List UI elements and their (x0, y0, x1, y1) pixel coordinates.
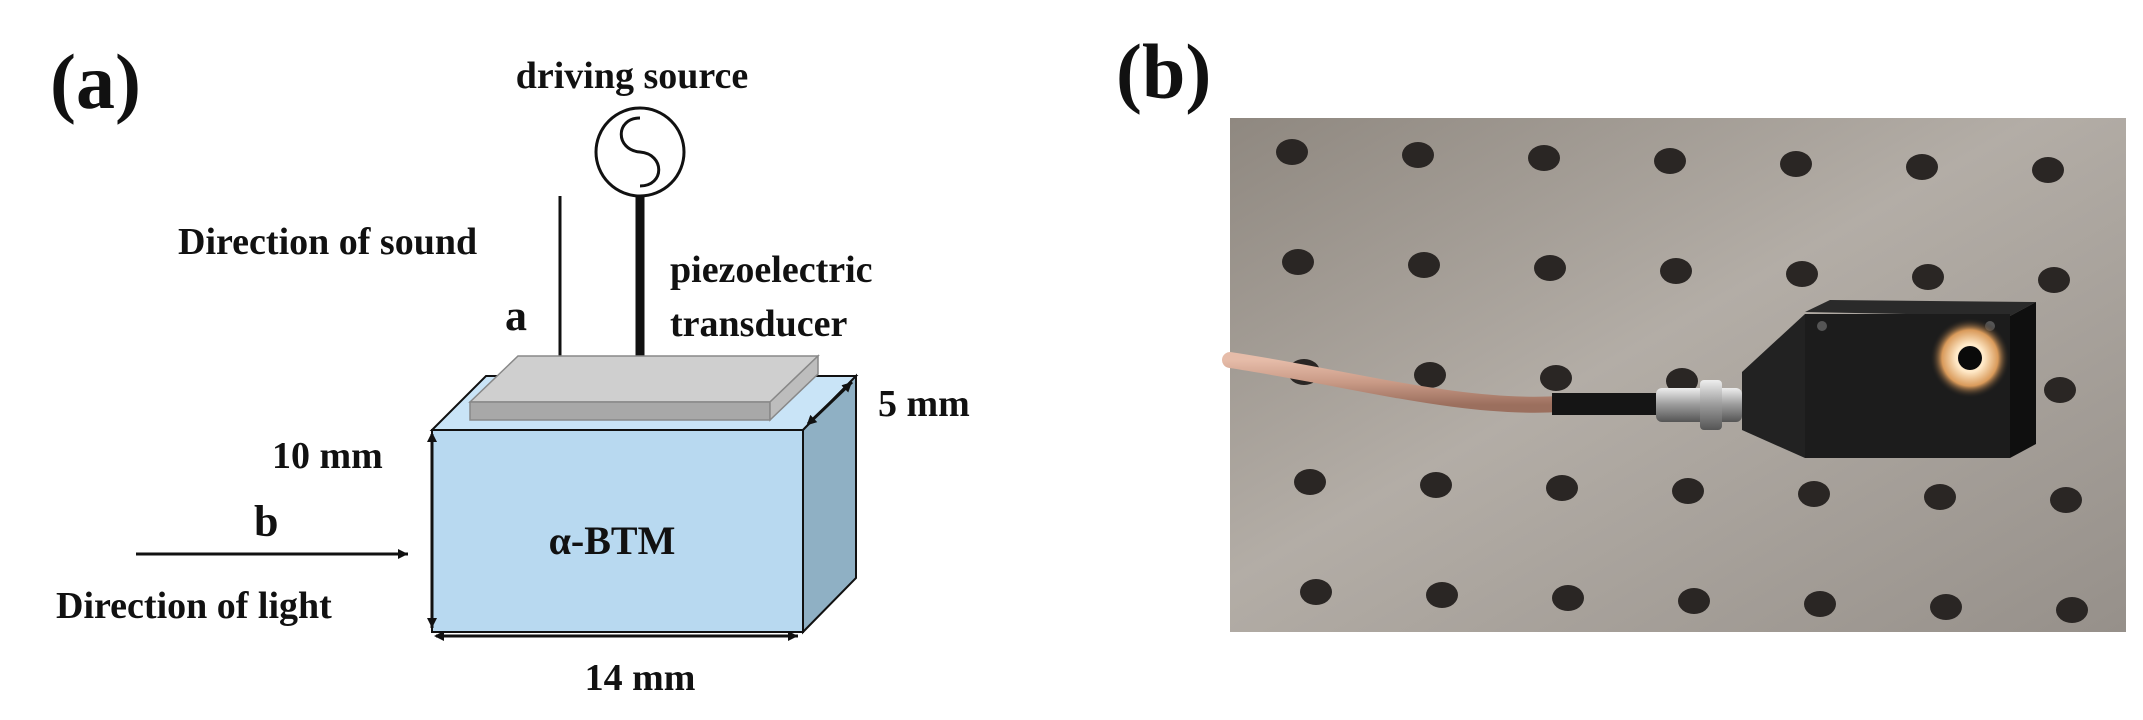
transducer-label-line2: transducer (670, 303, 847, 345)
device-photo (1222, 118, 2126, 632)
table-hole (2050, 487, 2082, 513)
table-hole (1924, 484, 1956, 510)
transducer-label-line1: piezoelectric (670, 249, 873, 291)
aperture-hole (1958, 346, 1982, 370)
table-hole (1552, 585, 1584, 611)
panel-b-label: (b) (1116, 28, 1211, 115)
table-hole (2044, 377, 2076, 403)
table-hole (1780, 151, 1812, 177)
modulator-device (1742, 300, 2036, 458)
table-hole (1534, 255, 1566, 281)
arrow-b-label: b (254, 497, 278, 546)
table-hole (2056, 597, 2088, 623)
table-hole (1798, 481, 1830, 507)
table-hole (1426, 582, 1458, 608)
screw-icon (1817, 321, 1827, 331)
table-holes (1276, 139, 2088, 623)
panel-a: (a) driving source Direction of sound a … (50, 38, 970, 699)
table-hole (1420, 472, 1452, 498)
depth-dimension-label: 5 mm (878, 383, 970, 425)
table-hole (1654, 148, 1686, 174)
driving-source-label: driving source (516, 55, 749, 97)
width-dimension-label: 14 mm (585, 657, 696, 699)
arrow-a-label: a (505, 291, 527, 340)
height-dimension-label: 10 mm (272, 435, 383, 477)
crystal-label: α-BTM (549, 518, 676, 563)
bnc-connector (1656, 388, 1742, 422)
table-hole (1666, 368, 1698, 394)
table-hole (1678, 588, 1710, 614)
table-hole (1930, 594, 1962, 620)
table-hole (1786, 261, 1818, 287)
table-hole (1414, 362, 1446, 388)
table-hole (1906, 154, 1938, 180)
table-hole (1912, 264, 1944, 290)
table-hole (1660, 258, 1692, 284)
table-hole (1804, 591, 1836, 617)
table-hole (2038, 267, 2070, 293)
table-hole (1294, 469, 1326, 495)
table-hole (1528, 145, 1560, 171)
table-hole (1672, 478, 1704, 504)
table-hole (1408, 252, 1440, 278)
depth-dimension-arrow (806, 380, 854, 426)
panel-b: (b) (1116, 28, 2126, 632)
table-hole (2032, 157, 2064, 183)
transducer-plate (468, 354, 820, 422)
crystal-front-face (431, 429, 804, 633)
ac-source-icon (594, 106, 686, 198)
light-direction-label: Direction of light (56, 585, 332, 627)
table-hole (1276, 139, 1308, 165)
table-hole (1540, 365, 1572, 391)
table-hole (1546, 475, 1578, 501)
cable (1222, 352, 1568, 413)
panel-a-label: (a) (50, 38, 141, 125)
table-hole (1402, 142, 1434, 168)
table-hole (1300, 579, 1332, 605)
table-hole (1282, 249, 1314, 275)
sound-direction-label: Direction of sound (178, 221, 477, 263)
